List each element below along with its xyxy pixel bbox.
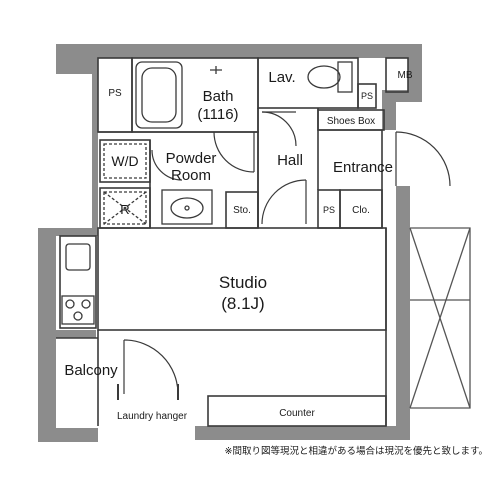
studio-label: Studio	[219, 273, 267, 292]
fixtures	[61, 61, 471, 409]
studio-size-label: (8.1J)	[221, 294, 264, 313]
wd-label: W/D	[111, 153, 138, 169]
kitchen-sink-icon	[65, 243, 91, 271]
sink-icon	[170, 197, 204, 219]
clo-label: Clo.	[352, 205, 370, 216]
ps-small-label: PS	[361, 91, 373, 101]
shoes-box-label: Shoes Box	[327, 116, 375, 127]
sto-label: Sto.	[233, 205, 251, 216]
mb-label: MB	[398, 70, 413, 81]
doors	[123, 111, 451, 395]
r-label: R	[120, 202, 129, 217]
toilet-tank	[337, 61, 353, 93]
entrance-label: Entrance	[333, 159, 393, 176]
walls	[38, 44, 422, 442]
lav-label: Lav.	[268, 69, 295, 86]
stove-icon	[61, 295, 95, 325]
toilet-bowl	[307, 65, 341, 89]
bath-size-label: (1116)	[197, 106, 238, 123]
ps-clo-label: PS	[323, 205, 335, 215]
powder-room-label: Room	[171, 167, 211, 184]
powder-label: Powder	[166, 150, 217, 167]
laundry-hanger-label: Laundry hanger	[117, 411, 188, 422]
counter-label: Counter	[279, 408, 315, 419]
interior-walls	[56, 57, 409, 427]
disclaimer-note: ※間取り図等現況と相違がある場合は現況を優先と致します。	[224, 445, 488, 457]
hall-label: Hall	[277, 152, 303, 169]
vanity	[161, 189, 213, 225]
ps-top-label: PS	[108, 88, 122, 99]
bathtub	[135, 61, 183, 129]
bath-label: Bath	[203, 88, 234, 105]
balcony-label: Balcony	[64, 362, 118, 379]
labels: PS Bath (1116) Lav. MB PS Shoes Box W/D …	[64, 69, 488, 457]
